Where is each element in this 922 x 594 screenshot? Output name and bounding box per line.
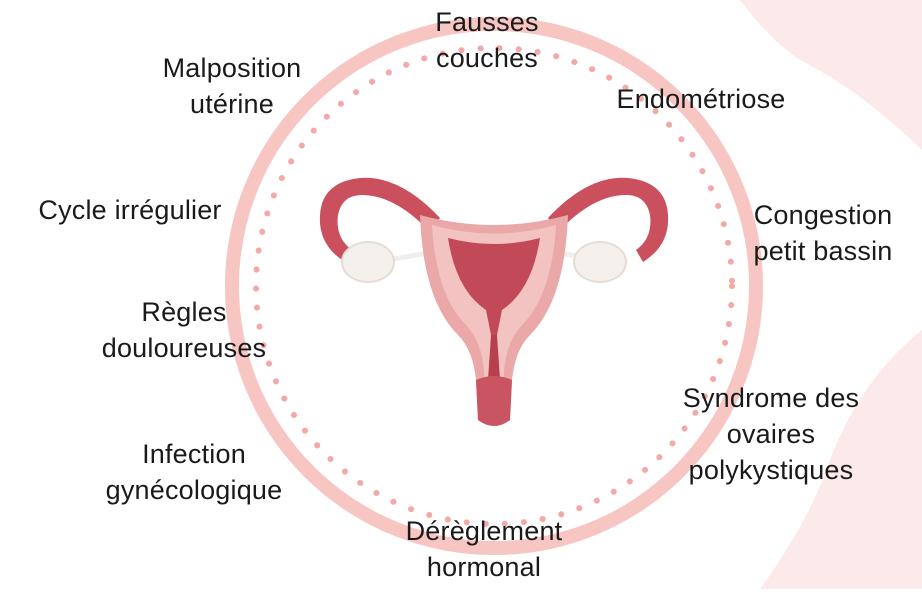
left-ovary: [342, 242, 394, 282]
label-fausses-couches: Fausses couches: [412, 4, 562, 76]
label-malposition-uterine: Malposition utérine: [134, 50, 330, 122]
label-syndrome-ovaires-polykystiques: Syndrome des ovaires polykystiques: [658, 380, 884, 488]
label-endometriose: Endométriose: [606, 81, 796, 117]
label-cycle-irregulier: Cycle irrégulier: [10, 192, 250, 228]
label-dereglement-hormonal: Dérèglement hormonal: [372, 513, 596, 585]
uterus-illustration: [320, 178, 668, 426]
background-shape-top: [740, 0, 922, 150]
right-ovary: [574, 242, 626, 282]
label-infection-gynecologique: Infection gynécologique: [74, 436, 314, 508]
label-congestion-petit-bassin: Congestion petit bassin: [730, 197, 916, 269]
label-regles-douloureuses: Règles douloureuses: [76, 294, 292, 366]
